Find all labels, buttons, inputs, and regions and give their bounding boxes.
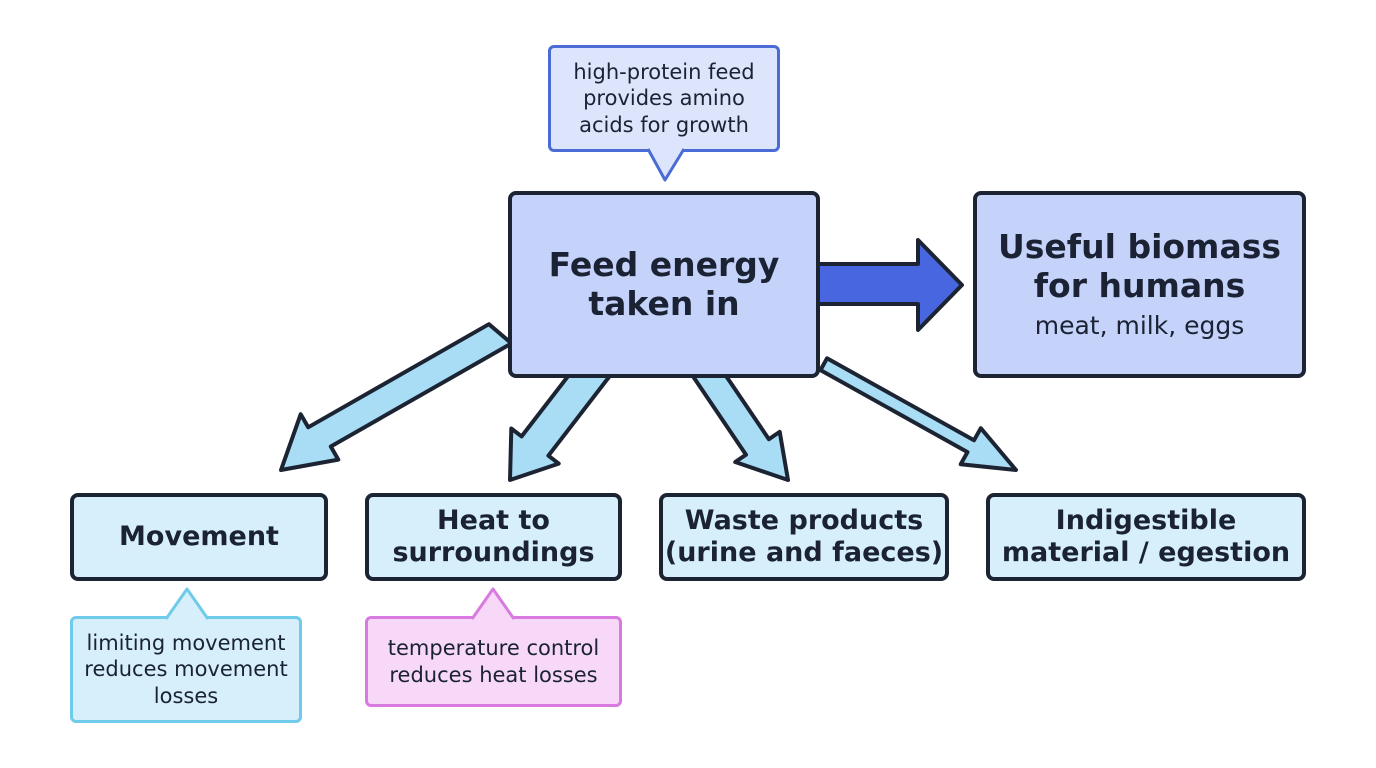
- feed-energy-title: Feed energy taken in: [548, 244, 780, 323]
- main-arrow-to-useful-biomass: [816, 238, 964, 332]
- useful-biomass-title: Useful biomass for humans: [997, 226, 1281, 305]
- loss-arrow-to-movement: [279, 322, 514, 472]
- loss-arrow-to-waste: [691, 359, 790, 482]
- movement-callout-text: limiting movement reduces movement losse…: [84, 631, 288, 708]
- heat-title: Heat to surroundings: [392, 505, 595, 568]
- useful-biomass-subtitle: meat, milk, eggs: [1034, 311, 1245, 341]
- useful-biomass-box: Useful biomass for humans meat, milk, eg…: [973, 191, 1306, 378]
- feed-energy-box: Feed energy taken in: [508, 191, 820, 378]
- protein-callout-tail: [646, 148, 686, 182]
- protein-callout-text: high-protein feed provides amino acids f…: [573, 60, 755, 137]
- waste-title: Waste products (urine and faeces): [664, 505, 944, 568]
- protein-callout: high-protein feed provides amino acids f…: [548, 45, 780, 152]
- heat-callout-text: temperature control reduces heat losses: [387, 636, 600, 687]
- waste-products-box: Waste products (urine and faeces): [659, 493, 949, 581]
- heat-callout: temperature control reduces heat losses: [365, 616, 622, 707]
- movement-callout-tail: [164, 587, 210, 620]
- indigestible-title: Indigestible material / egestion: [1001, 505, 1291, 568]
- movement-box: Movement: [70, 493, 328, 581]
- movement-title: Movement: [119, 521, 279, 553]
- heat-to-surroundings-box: Heat to surroundings: [365, 493, 622, 581]
- loss-arrow-to-indigestible: [818, 356, 1018, 472]
- indigestible-material-box: Indigestible material / egestion: [986, 493, 1306, 581]
- heat-callout-tail: [470, 587, 516, 620]
- movement-callout: limiting movement reduces movement losse…: [70, 616, 302, 723]
